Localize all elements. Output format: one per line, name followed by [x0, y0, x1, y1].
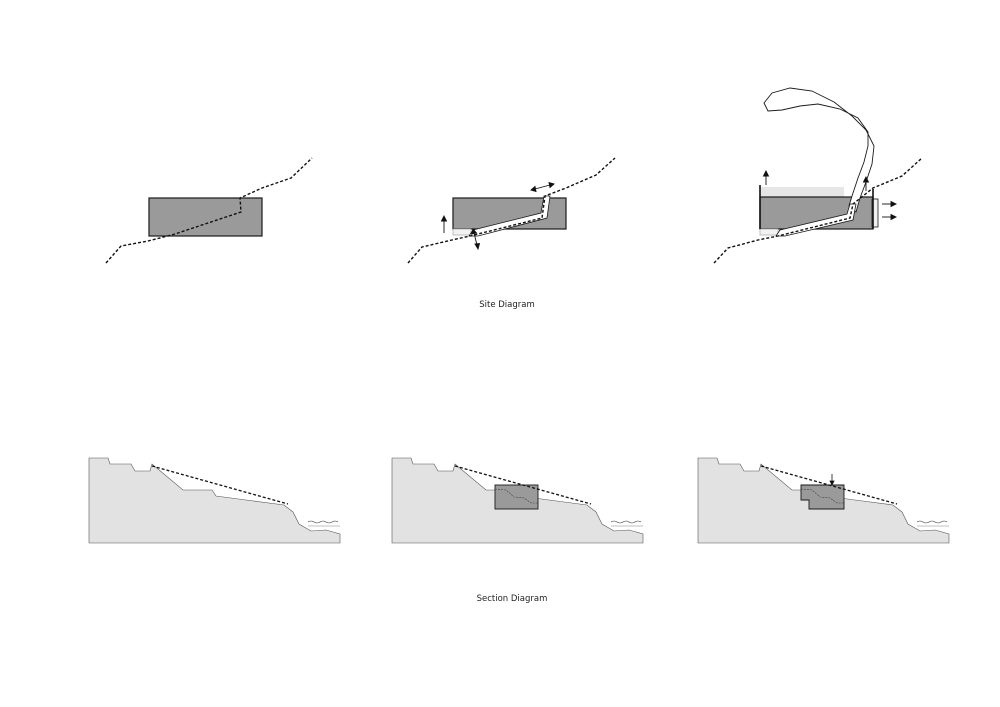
- section-diagram-caption: Section Diagram: [476, 594, 548, 604]
- water-wave: [916, 520, 948, 524]
- site-path-dashed: [105, 157, 313, 264]
- site-diagram-1: [105, 157, 313, 264]
- site-diagram-3: [713, 87, 923, 264]
- site-diagram-caption: Site Diagram: [479, 300, 535, 310]
- roof-extension: [760, 187, 844, 198]
- side-annex: [871, 198, 879, 228]
- water-wave: [307, 520, 339, 524]
- terrain: [88, 457, 341, 544]
- arrow-icon: [862, 175, 870, 191]
- building-section: [494, 484, 539, 510]
- section-diagram-1: [88, 457, 341, 544]
- building-block: [148, 197, 263, 237]
- ribbon-shape: [763, 87, 875, 213]
- section-diagram-3: [697, 457, 950, 544]
- site-diagram-2: [407, 157, 616, 264]
- arrow-icon: [882, 200, 898, 208]
- site-path-dashed: [713, 157, 923, 264]
- slope-dashed: [760, 465, 898, 505]
- arrow-icon: [882, 213, 898, 221]
- double-arrow-icon: [470, 228, 481, 251]
- arrow-icon: [762, 169, 770, 185]
- slot-cut: [468, 195, 551, 237]
- slope-dashed: [151, 465, 289, 505]
- terrain-in-building: [494, 488, 538, 504]
- arrow-icon: [440, 214, 448, 233]
- building-plinth: [759, 228, 779, 236]
- slope-dashed: [454, 465, 592, 505]
- section-diagram-2: [391, 457, 644, 544]
- water-wave: [610, 520, 642, 524]
- building-plinth: [452, 228, 472, 236]
- terrain-in-building: [800, 488, 844, 504]
- arrow-icon: [829, 474, 835, 486]
- double-arrow-icon: [530, 181, 555, 193]
- site-path-dashed: [407, 157, 616, 264]
